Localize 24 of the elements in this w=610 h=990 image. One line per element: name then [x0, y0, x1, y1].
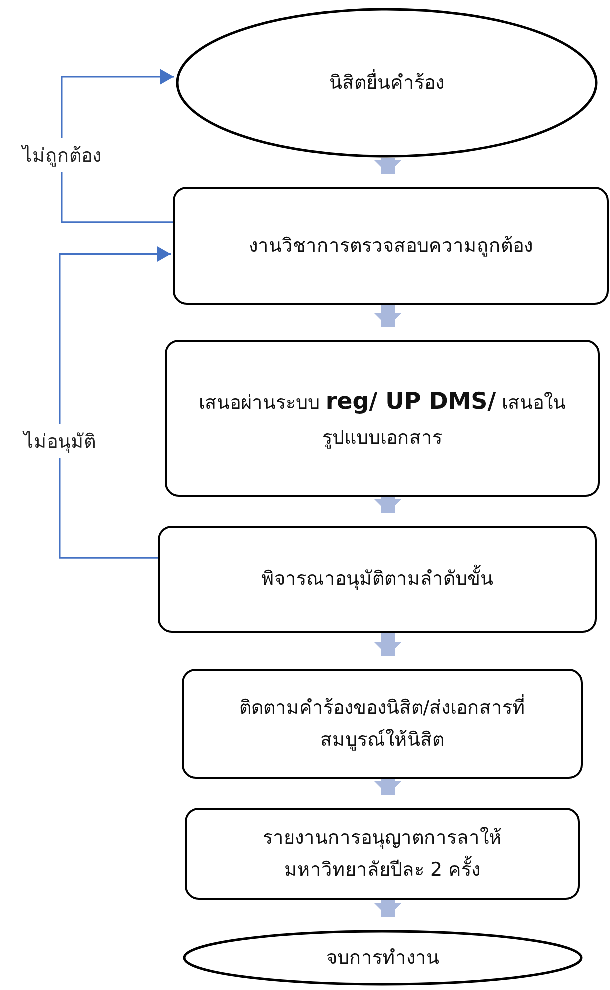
process-box	[173, 187, 609, 305]
step-text: งานวิชาการตรวจสอบความถูกต้อง	[248, 234, 534, 259]
feedback-arrow	[61, 69, 174, 224]
step-text: นิสิตยื่นคำร้อง	[328, 68, 446, 96]
step-text: เสนอผ่านระบบ reg/ UP DMS/ เสนอในรูปแบบเอกสาร	[198, 388, 568, 451]
edge-label: ไม่อนุมัติ	[24, 424, 96, 458]
terminal-ellipse	[176, 8, 598, 158]
step-text: รายงานการอนุญาตการลาให้มหาวิทยาลัยปีละ 2 ครั้ง	[262, 826, 503, 883]
feedback-arrow	[59, 246, 171, 559]
block-arrow	[374, 779, 402, 795]
block-arrow	[374, 305, 402, 327]
process-box	[185, 808, 580, 900]
terminal-ellipse	[183, 930, 583, 986]
process-box	[165, 340, 600, 497]
process-box	[182, 669, 583, 779]
step-text: ติดตามคำร้องของนิสิต/ส่งเอกสารที่สมบูรณ์ให้นิสิต	[238, 694, 527, 753]
step-text: พิจารณาอนุมัติตามลำดับขั้น	[252, 563, 504, 596]
process-box	[158, 526, 597, 633]
step-text: จบการทำงาน	[326, 946, 440, 971]
edge-label: ไม่ถูกต้อง	[22, 138, 102, 172]
block-arrow	[374, 633, 402, 656]
block-arrow	[374, 497, 402, 513]
block-arrow	[374, 158, 402, 174]
block-arrow	[374, 900, 402, 917]
